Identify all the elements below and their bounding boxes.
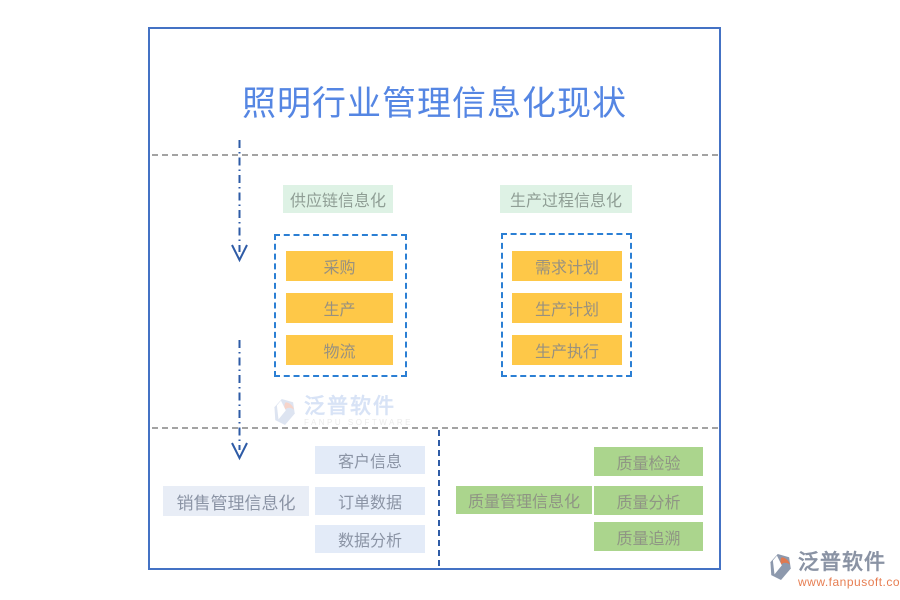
production-group-box <box>501 233 632 377</box>
bottom-dashed-divider <box>152 427 718 429</box>
supply-chain-item-production: 生产 <box>286 293 393 323</box>
sales-section-label: 销售管理信息化 <box>163 486 309 516</box>
page-title: 照明行业管理信息化现状 <box>242 86 627 123</box>
production-item-production-plan: 生产计划 <box>512 293 622 323</box>
production-section-label: 生产过程信息化 <box>500 185 632 213</box>
footer-logo-icon <box>770 554 791 580</box>
production-item-production-execution: 生产执行 <box>512 335 622 365</box>
quality-item-analysis: 质量分析 <box>594 486 703 515</box>
watermark-brand-text: 泛普软件 <box>304 395 396 418</box>
sales-item-customer-info: 客户信息 <box>315 446 425 474</box>
sales-item-data-analysis: 数据分析 <box>315 525 425 553</box>
quality-item-inspection: 质量检验 <box>594 447 703 476</box>
quality-item-traceability: 质量追溯 <box>594 522 703 551</box>
bottom-vertical-divider <box>438 430 440 566</box>
footer-url-text: www.fanpusoft.com <box>798 575 900 589</box>
flow-arrow-down-1 <box>231 140 248 263</box>
center-watermark: 泛普软件 FANPU SOFTWARE <box>272 396 413 427</box>
flow-arrow-down-2 <box>231 340 248 461</box>
watermark-logo-icon <box>274 398 295 425</box>
footer-brand: 泛普软件 www.fanpusoft.com <box>768 552 900 588</box>
top-dashed-divider <box>152 154 718 156</box>
production-item-demand-plan: 需求计划 <box>512 251 622 281</box>
supply-chain-group-box <box>274 234 407 377</box>
watermark-caption-text: FANPU SOFTWARE <box>304 418 413 427</box>
supply-chain-item-logistics: 物流 <box>286 335 393 365</box>
quality-section-label: 质量管理信息化 <box>456 486 592 514</box>
supply-chain-section-label: 供应链信息化 <box>283 185 393 213</box>
footer-brand-text: 泛普软件 <box>798 551 886 574</box>
supply-chain-item-purchase: 采购 <box>286 251 393 281</box>
sales-item-order-data: 订单数据 <box>315 487 425 515</box>
diagram-frame <box>148 27 721 570</box>
